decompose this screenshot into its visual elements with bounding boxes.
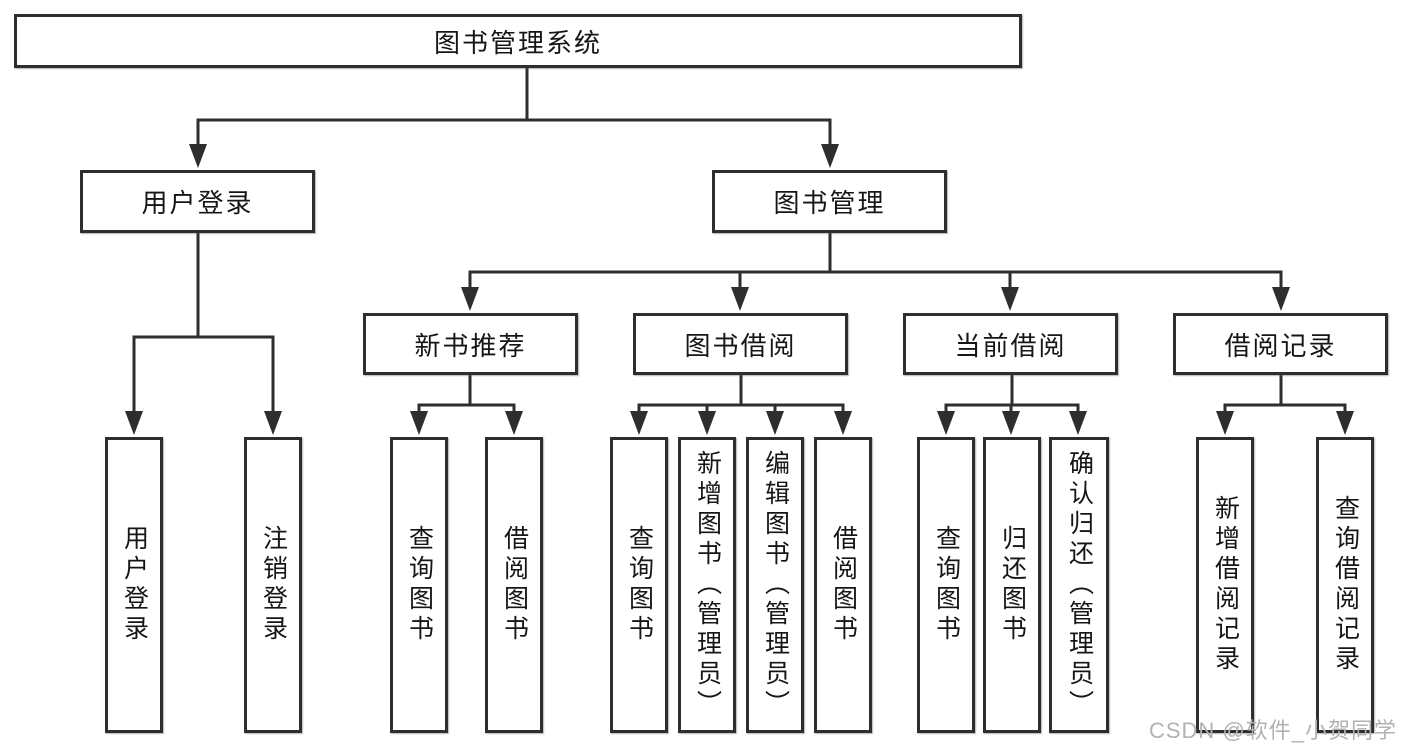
leaf-label: 注销登录 (259, 525, 288, 645)
node-book-management-branch: 图书管理 (712, 170, 947, 233)
node-label: 图书管理系统 (433, 27, 602, 58)
leaf-label: 确认归还（管理员） (1065, 450, 1094, 720)
leaf-label: 查询图书 (932, 525, 961, 645)
leaf-add-borrow-record: 新增借阅记录 (1196, 437, 1254, 733)
leaf-label: 新增借阅记录 (1211, 495, 1240, 675)
watermark: CSDN @软件_小贺同学 (1148, 718, 1397, 743)
leaf-edit-book-admin: 编辑图书（管理员） (746, 437, 804, 733)
arrowhead (1216, 411, 1234, 435)
node-label: 借阅记录 (1224, 330, 1337, 361)
leaf-borrow-books-recommend: 借阅图书 (485, 437, 543, 733)
arrowhead (125, 411, 143, 435)
arrowhead (698, 411, 716, 435)
arrowhead (937, 411, 955, 435)
leaf-add-book-admin: 新增图书（管理员） (678, 437, 736, 733)
leaf-label: 新增图书（管理员） (693, 450, 722, 720)
leaf-label: 查询图书 (405, 525, 434, 645)
node-label: 新书推荐 (414, 330, 527, 361)
arrowhead (766, 411, 784, 435)
leaf-logout: 注销登录 (244, 437, 302, 733)
leaf-query-books-recommend: 查询图书 (390, 437, 448, 733)
arrowhead (410, 411, 428, 435)
arrowhead (461, 287, 479, 311)
arrowhead (731, 287, 749, 311)
leaf-user-login: 用户登录 (105, 437, 163, 733)
node-label: 图书管理 (773, 188, 886, 218)
arrowhead (821, 144, 839, 168)
leaf-borrow-books-borrowing: 借阅图书 (814, 437, 872, 733)
leaf-label: 查询借阅记录 (1331, 495, 1360, 675)
leaf-return-books: 归还图书 (983, 437, 1041, 733)
node-label: 当前借阅 (954, 330, 1067, 361)
node-label: 图书借阅 (684, 330, 797, 361)
leaf-label: 查询图书 (625, 525, 654, 645)
arrowhead (630, 411, 648, 435)
node-book-borrowing: 图书借阅 (633, 313, 848, 375)
leaf-label: 借阅图书 (829, 525, 858, 645)
node-label: 用户登录 (141, 188, 254, 218)
leaf-query-books-current: 查询图书 (917, 437, 975, 733)
arrowhead (1272, 287, 1290, 311)
arrowhead (1002, 411, 1020, 435)
node-user-login-branch: 用户登录 (80, 170, 315, 233)
arrowhead (189, 144, 207, 168)
leaf-label: 用户登录 (120, 525, 149, 645)
arrowhead (834, 411, 852, 435)
arrowheads (125, 144, 1354, 435)
node-current-borrowing: 当前借阅 (903, 313, 1118, 375)
arrowhead (1336, 411, 1354, 435)
leaf-query-books-borrowing: 查询图书 (610, 437, 668, 733)
leaf-query-borrow-record: 查询借阅记录 (1316, 437, 1374, 733)
node-library-management-system: 图书管理系统 (14, 14, 1022, 68)
node-borrowing-records: 借阅记录 (1173, 313, 1388, 375)
arrowhead (1069, 411, 1087, 435)
arrowhead (1001, 287, 1019, 311)
leaf-label: 归还图书 (998, 525, 1027, 645)
leaf-confirm-return-admin: 确认归还（管理员） (1049, 437, 1109, 733)
leaf-label: 借阅图书 (500, 525, 529, 645)
node-new-book-recommendation: 新书推荐 (363, 313, 578, 375)
leaf-label: 编辑图书（管理员） (761, 450, 790, 720)
arrowhead (505, 411, 523, 435)
arrowhead (264, 411, 282, 435)
